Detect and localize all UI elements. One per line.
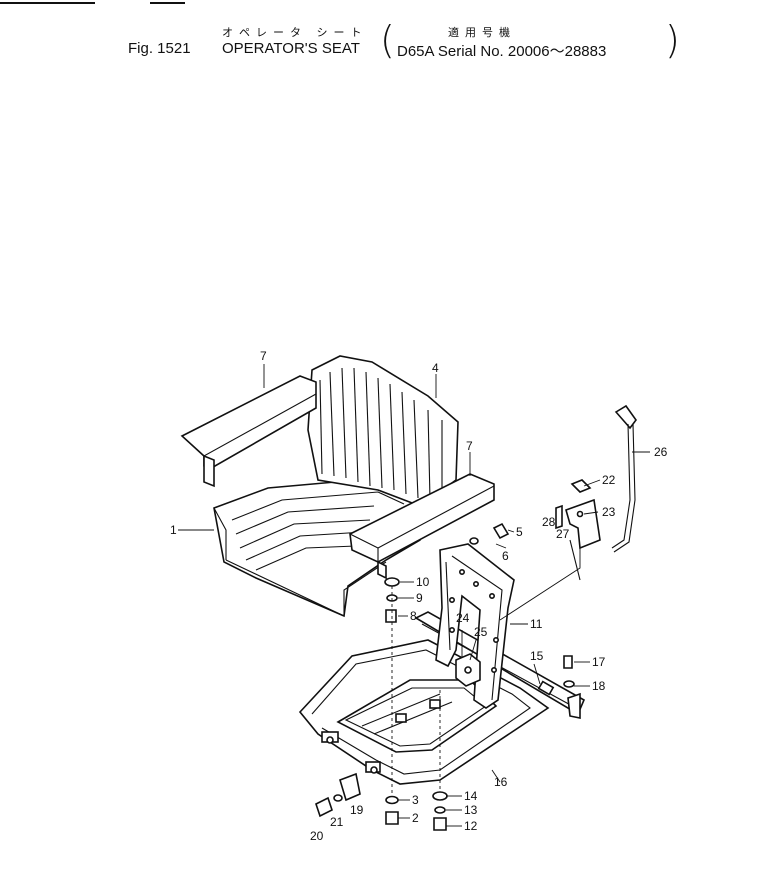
callout-8: 8 bbox=[410, 609, 417, 623]
seat-frame bbox=[435, 543, 515, 709]
callout-16: 16 bbox=[494, 775, 508, 789]
open-paren: ( bbox=[380, 18, 395, 62]
close-paren: ) bbox=[665, 18, 680, 62]
seat-cushion bbox=[213, 477, 421, 618]
applicable-japanese: 適用号機 bbox=[448, 26, 516, 39]
lock-block bbox=[455, 653, 481, 687]
callout-25: 25 bbox=[474, 625, 488, 639]
callout-17: 17 bbox=[592, 655, 606, 669]
callout-21: 21 bbox=[330, 815, 344, 829]
serial-range: D65A Serial No. 20006～28883 bbox=[397, 43, 607, 60]
callout-14: 14 bbox=[464, 789, 478, 803]
callout-5: 5 bbox=[516, 525, 523, 539]
callout-9: 9 bbox=[416, 591, 423, 605]
callout-20: 20 bbox=[310, 829, 324, 843]
backrest bbox=[307, 355, 459, 507]
callout-3: 3 bbox=[412, 793, 419, 807]
callout-6: 6 bbox=[502, 549, 509, 563]
callout-13: 13 bbox=[464, 803, 478, 817]
title-japanese: オペレータ シート bbox=[222, 26, 368, 39]
leader-lines bbox=[178, 364, 650, 827]
callout-22: 22 bbox=[602, 473, 616, 487]
callout-12: 12 bbox=[464, 819, 478, 833]
callout-7a: 7 bbox=[260, 349, 267, 363]
callout-4: 4 bbox=[432, 361, 439, 375]
callout-28: 28 bbox=[542, 515, 556, 529]
callout-11: 11 bbox=[530, 617, 543, 631]
callout-26: 26 bbox=[654, 445, 668, 459]
release-lever bbox=[611, 404, 637, 553]
fasteners bbox=[315, 522, 575, 831]
armrest-left bbox=[180, 375, 317, 488]
callout-24: 24 bbox=[456, 611, 470, 625]
callout-27: 27 bbox=[556, 527, 570, 541]
callout-2: 2 bbox=[412, 811, 419, 825]
callout-7b: 7 bbox=[466, 439, 473, 453]
figure-title: OPERATOR'S SEAT bbox=[222, 40, 360, 57]
callout-10: 10 bbox=[416, 575, 430, 589]
callout-labels: 1 2 3 4 5 6 7 7 8 9 10 11 12 13 14 15 16… bbox=[170, 349, 668, 843]
callout-19: 19 bbox=[350, 803, 364, 817]
callout-18: 18 bbox=[592, 679, 606, 693]
figure-label: Fig. 1521 bbox=[128, 40, 191, 57]
callout-15: 15 bbox=[530, 649, 544, 663]
callout-23: 23 bbox=[602, 505, 616, 519]
callout-1: 1 bbox=[170, 523, 177, 537]
